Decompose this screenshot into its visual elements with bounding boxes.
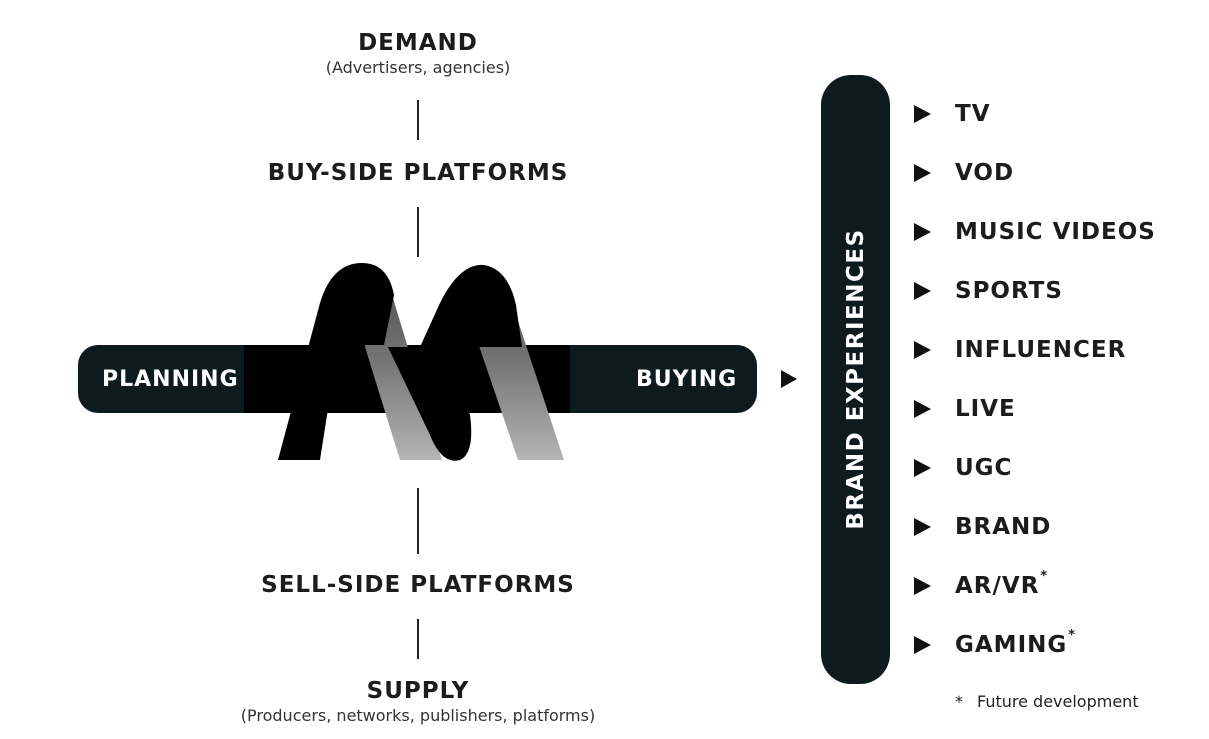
footnote-text: Future development bbox=[977, 692, 1139, 711]
list-item-label: UGC bbox=[955, 455, 1013, 481]
list-item: TV bbox=[914, 99, 992, 129]
triangle-right-icon bbox=[914, 223, 931, 241]
connector-line bbox=[417, 488, 419, 554]
connector-line bbox=[417, 619, 419, 659]
brand-experiences-title: BRAND EXPERIENCES bbox=[843, 228, 869, 530]
sell-side-title: SELL-SIDE PLATFORMS bbox=[261, 572, 575, 598]
buying-label: BUYING bbox=[636, 367, 738, 392]
footnote-star: * bbox=[1040, 569, 1049, 584]
triangle-right-icon bbox=[914, 164, 931, 182]
triangle-right-icon bbox=[914, 282, 931, 300]
planning-label: PLANNING bbox=[102, 367, 239, 392]
triangle-right-icon bbox=[914, 577, 931, 595]
triangle-right-icon bbox=[914, 341, 931, 359]
supply-subtitle: (Producers, networks, publishers, platfo… bbox=[240, 706, 596, 725]
list-item: MUSIC VIDEOS bbox=[914, 217, 1157, 247]
connector-line bbox=[417, 207, 419, 257]
supply-title: SUPPLY bbox=[366, 678, 470, 704]
triangle-right-icon bbox=[914, 636, 931, 654]
list-item: LIVE bbox=[914, 394, 1017, 424]
triangle-right-icon bbox=[914, 459, 931, 477]
triangle-right-icon bbox=[914, 105, 931, 123]
brand-experiences-pill bbox=[821, 75, 890, 684]
list-item-label: AR/VR bbox=[955, 573, 1040, 599]
demand-title: DEMAND bbox=[358, 30, 478, 56]
list-item: UGC bbox=[914, 453, 1013, 483]
list-item-label: BRAND bbox=[955, 514, 1052, 540]
connector-line bbox=[417, 100, 419, 140]
list-item-label: TV bbox=[955, 101, 991, 127]
list-item: GAMING* bbox=[914, 628, 1077, 660]
list-item-label: MUSIC VIDEOS bbox=[955, 219, 1156, 245]
triangle-right-icon bbox=[914, 400, 931, 418]
list-item: AR/VR* bbox=[914, 569, 1049, 601]
triangle-right-icon bbox=[781, 370, 797, 388]
triangle-right-icon bbox=[914, 518, 931, 536]
brand-logo-icon bbox=[278, 263, 564, 461]
footnote: * Future development bbox=[955, 692, 1139, 711]
demand-block: DEMAND (Advertisers, agencies) bbox=[326, 30, 511, 77]
list-item: INFLUENCER bbox=[914, 335, 1127, 365]
list-item: SPORTS bbox=[914, 276, 1064, 306]
demand-subtitle: (Advertisers, agencies) bbox=[325, 58, 511, 77]
supply-block: SUPPLY (Producers, networks, publishers,… bbox=[241, 678, 595, 725]
buy-side-title: BUY-SIDE PLATFORMS bbox=[267, 160, 569, 186]
list-item-label: SPORTS bbox=[955, 278, 1063, 304]
list-item: BRAND bbox=[914, 512, 1052, 542]
footnote-marker: * bbox=[955, 692, 963, 711]
footnote-star: * bbox=[1068, 628, 1077, 643]
list-item-label: GAMING bbox=[955, 632, 1068, 658]
list-item-label: VOD bbox=[955, 160, 1015, 186]
list-item: VOD bbox=[914, 158, 1015, 188]
list-item-label: LIVE bbox=[955, 396, 1016, 422]
list-item-label: INFLUENCER bbox=[955, 337, 1127, 363]
